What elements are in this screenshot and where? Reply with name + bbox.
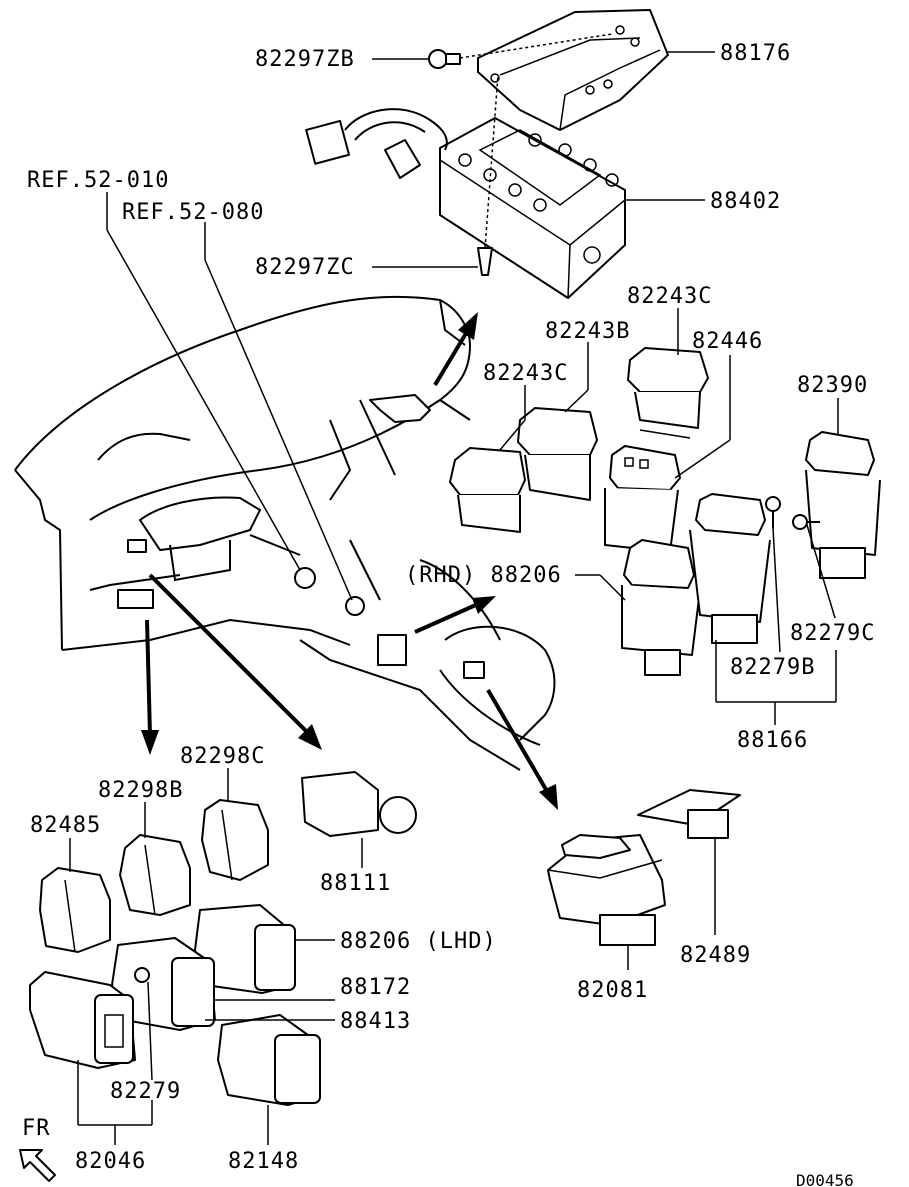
switch-82446 xyxy=(604,445,681,553)
label-82485: 82485 xyxy=(30,813,101,838)
label-82298B: 82298B xyxy=(98,778,183,803)
switch-82390 xyxy=(805,431,881,579)
arrows xyxy=(141,312,558,810)
label-ref-52-080: REF.52-080 xyxy=(122,200,264,225)
label-82243C-top: 82243C xyxy=(627,284,712,309)
switch-82148 xyxy=(217,1014,321,1106)
dashboard-outline xyxy=(14,295,556,771)
fr-arrow-icon xyxy=(19,1149,56,1182)
switch-82046 xyxy=(29,971,136,1069)
label-82279C: 82279C xyxy=(790,621,875,646)
wire-harness xyxy=(305,108,448,179)
switch-88206-lhd xyxy=(194,904,296,994)
label-82298C: 82298C xyxy=(180,744,265,769)
screw-82279 xyxy=(134,967,150,983)
cover-82489 xyxy=(637,789,741,839)
switch-88206-rhd xyxy=(621,539,701,676)
switch-82243C xyxy=(449,447,526,533)
switch-88172-88413 xyxy=(111,937,216,1031)
label-88206-lhd: 88206 (LHD) xyxy=(340,929,497,954)
ecu-module-88402 xyxy=(439,117,626,299)
switch-82243B xyxy=(517,407,598,501)
switch-82081 xyxy=(547,834,666,946)
drawing-code: D00456 xyxy=(796,1171,854,1187)
label-82489: 82489 xyxy=(680,943,751,968)
switch-82298B xyxy=(119,834,191,916)
label-82243B: 82243B xyxy=(545,319,630,344)
leader-lines xyxy=(69,51,839,1145)
label-88402: 88402 xyxy=(710,189,781,214)
label-82279B: 82279B xyxy=(730,655,815,680)
bracket-88176 xyxy=(477,9,669,131)
dash-parts xyxy=(117,394,485,679)
label-88111: 88111 xyxy=(320,871,391,896)
label-88206-rhd: (RHD) 88206 xyxy=(405,563,562,588)
label-82446: 82446 xyxy=(692,329,763,354)
label-88166: 88166 xyxy=(737,728,808,753)
label-82081: 82081 xyxy=(577,978,648,1003)
label-82297ZB: 82297ZB xyxy=(255,47,355,72)
switch-88166 xyxy=(689,493,771,644)
screws-82279B-82279C xyxy=(765,496,820,530)
switch-82485 xyxy=(39,867,111,953)
label-88176: 88176 xyxy=(720,41,791,66)
label-88413: 88413 xyxy=(340,1009,411,1034)
label-82243C: 82243C xyxy=(483,361,568,386)
label-88172: 88172 xyxy=(340,975,411,1000)
label-82279: 82279 xyxy=(110,1079,181,1104)
screw-82297ZC xyxy=(477,74,499,276)
switch-82243C-top xyxy=(627,347,709,439)
label-82297ZC: 82297ZC xyxy=(255,255,355,280)
label-ref-52-010: REF.52-010 xyxy=(27,168,169,193)
switch-88111 xyxy=(301,771,417,837)
part-labels: 82297ZB 88176 REF.52-010 88402 REF.52-08… xyxy=(22,41,875,1187)
switch-82298C xyxy=(201,799,269,881)
label-82390: 82390 xyxy=(797,373,868,398)
label-82148: 82148 xyxy=(228,1149,299,1174)
label-fr: FR xyxy=(22,1116,51,1141)
label-82046: 82046 xyxy=(75,1149,146,1174)
